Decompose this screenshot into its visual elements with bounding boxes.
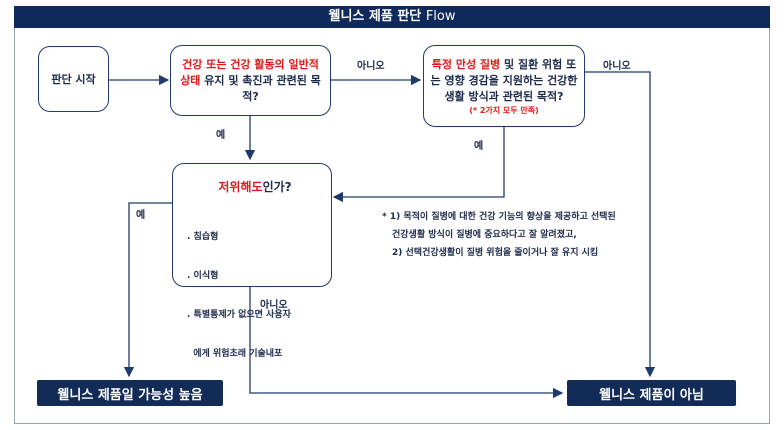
arrow-q3-to-likely	[123, 202, 172, 378]
label-no-q1: 아니오	[357, 61, 385, 72]
label-yes-q1: 예	[216, 130, 226, 141]
question2-note: (* 2가지 모두 만족)	[469, 105, 539, 115]
list-item: 에게 위험초래 기술내포	[187, 349, 283, 359]
start-label: 판단 시작	[51, 73, 96, 86]
question3-box: 저위해도인가? . 침습형 . 이식형 . 특별통제가 없으면 사용자 에게 위…	[172, 163, 332, 359]
list-item: . 특별통제가 없으면 사용자	[187, 310, 291, 320]
label-yes-q3: 예	[136, 210, 146, 221]
question1-box: 건강 또는 건강 활동의 일반적 상태 유지 및 촉진과 관련된 목적?	[170, 45, 331, 116]
list-item: . 침습형	[187, 232, 219, 242]
label-no-q2: 아니오	[603, 61, 631, 72]
arrow-q2-to-q3	[332, 127, 505, 203]
question3-highlight: 저위해도	[218, 180, 263, 194]
arrow-q2-to-not	[585, 71, 656, 378]
start-box: 판단 시작	[38, 46, 109, 112]
label-yes-q2: 예	[474, 141, 484, 152]
list-item: . 이식형	[187, 271, 219, 281]
question2-text: 및 질환 위험 또는 영향 경감을 지원하는 건강한 생활 방식과 관련된 목적…	[430, 57, 578, 103]
arrow-q3-to-not	[249, 287, 564, 399]
label-no-q3: 아니오	[260, 300, 288, 311]
title-bar: 웰니스 제품 판단 Flow	[14, 6, 770, 28]
question3-text: 인가?	[262, 180, 292, 194]
title-english: Flow	[425, 9, 456, 24]
footnote-line-3: 2) 선택건강생활이 질병 위험을 줄이거나 잘 유지 시킴	[392, 248, 599, 258]
outcome-not-wellness: 웰니스 제품이 아님	[567, 380, 736, 406]
question2-box: 특정 만성 질병 및 질환 위험 또는 영향 경감을 지원하는 건강한 생활 방…	[423, 45, 585, 127]
footnote-line-1: * 1) 목적이 질병에 대한 건강 기능의 향상을 제공하고 선택된	[382, 212, 616, 222]
title-korean: 웰니스 제품 판단	[328, 9, 422, 24]
question3-list: . 침습형 . 이식형 . 특별통제가 없으면 사용자 에게 위험초래 기술내포	[187, 205, 291, 387]
question2-highlight: 특정 만성 질병	[431, 57, 501, 71]
footnote-line-2: 건강생활 방식이 질병에 중요하다고 잘 알려졌고,	[392, 230, 577, 240]
footnote: * 1) 목적이 질병에 대한 건강 기능의 향상을 제공하고 선택된 건강생활…	[382, 208, 616, 262]
question1-text: 유지 및 촉진과 관련된 목적?	[200, 73, 321, 103]
outcome-likely-wellness: 웰니스 제품일 가능성 높음	[37, 380, 223, 406]
question1-highlight: 건강 또는 건강 활동의 일반적 상태	[180, 57, 319, 87]
